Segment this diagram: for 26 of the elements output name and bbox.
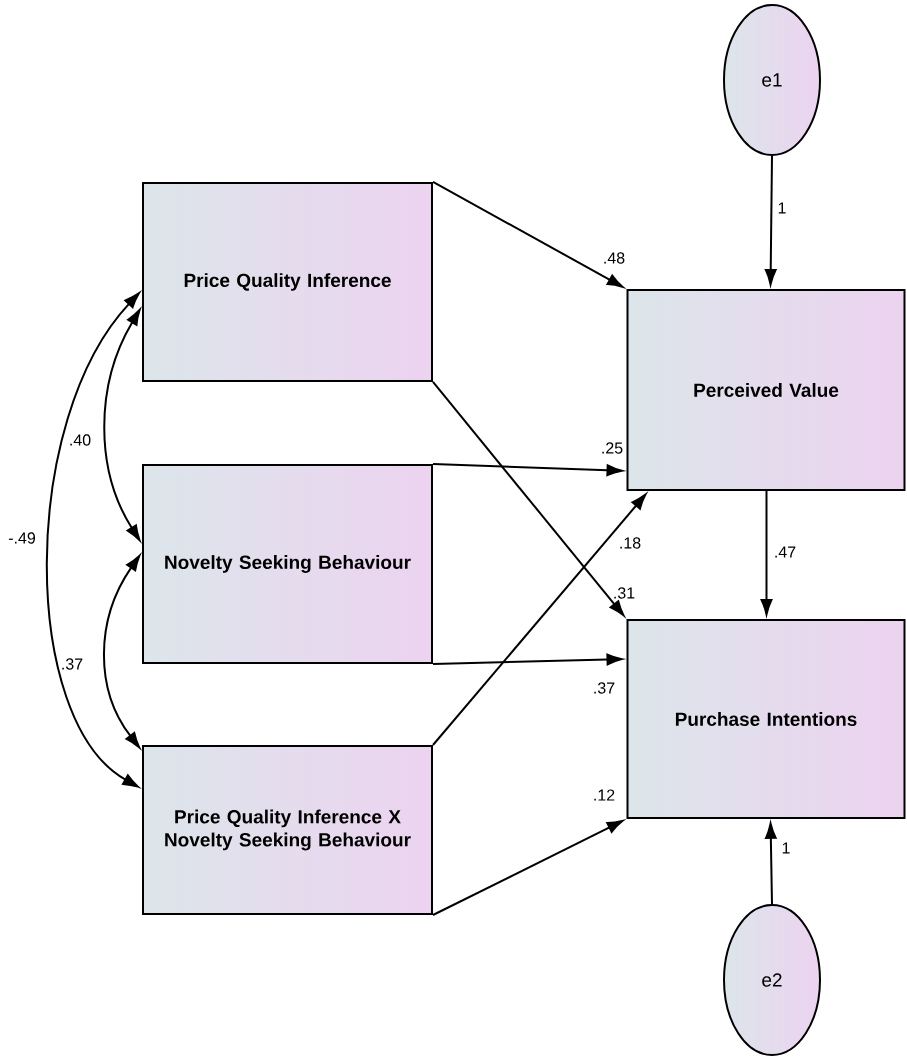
path-arrow xyxy=(432,653,623,666)
edge-label: .48 xyxy=(601,251,627,265)
edge-label: .37 xyxy=(591,681,617,695)
path-arrow xyxy=(432,381,625,617)
variable-box: Novelty Seeking Behaviour xyxy=(142,464,433,664)
edge-label: .47 xyxy=(772,545,798,559)
variable-box: Price Quality Inference xyxy=(142,182,433,382)
covariance-arrow xyxy=(102,554,141,749)
variable-box: Purchase Intentions xyxy=(626,619,906,819)
path-arrow xyxy=(432,820,624,916)
path-arrow xyxy=(432,181,624,288)
covariance-arrow xyxy=(45,292,140,788)
edge-label: .18 xyxy=(617,536,643,550)
path-arrow xyxy=(432,463,623,477)
edge-label: -.49 xyxy=(7,531,37,545)
edge-label: .25 xyxy=(599,441,625,455)
edge-label: 1 xyxy=(780,841,792,855)
variable-box: Perceived Value xyxy=(626,289,906,491)
covariance-arrow xyxy=(103,309,141,541)
edge-label: 1 xyxy=(776,201,788,215)
edge-label: .12 xyxy=(591,788,617,802)
variable-box: Price Quality Inference X Novelty Seeking Behaviour xyxy=(142,745,433,915)
path-arrow xyxy=(432,493,647,746)
edge-label: .40 xyxy=(67,433,93,447)
edge-label: .31 xyxy=(611,586,637,600)
edge-label: .37 xyxy=(59,657,85,671)
